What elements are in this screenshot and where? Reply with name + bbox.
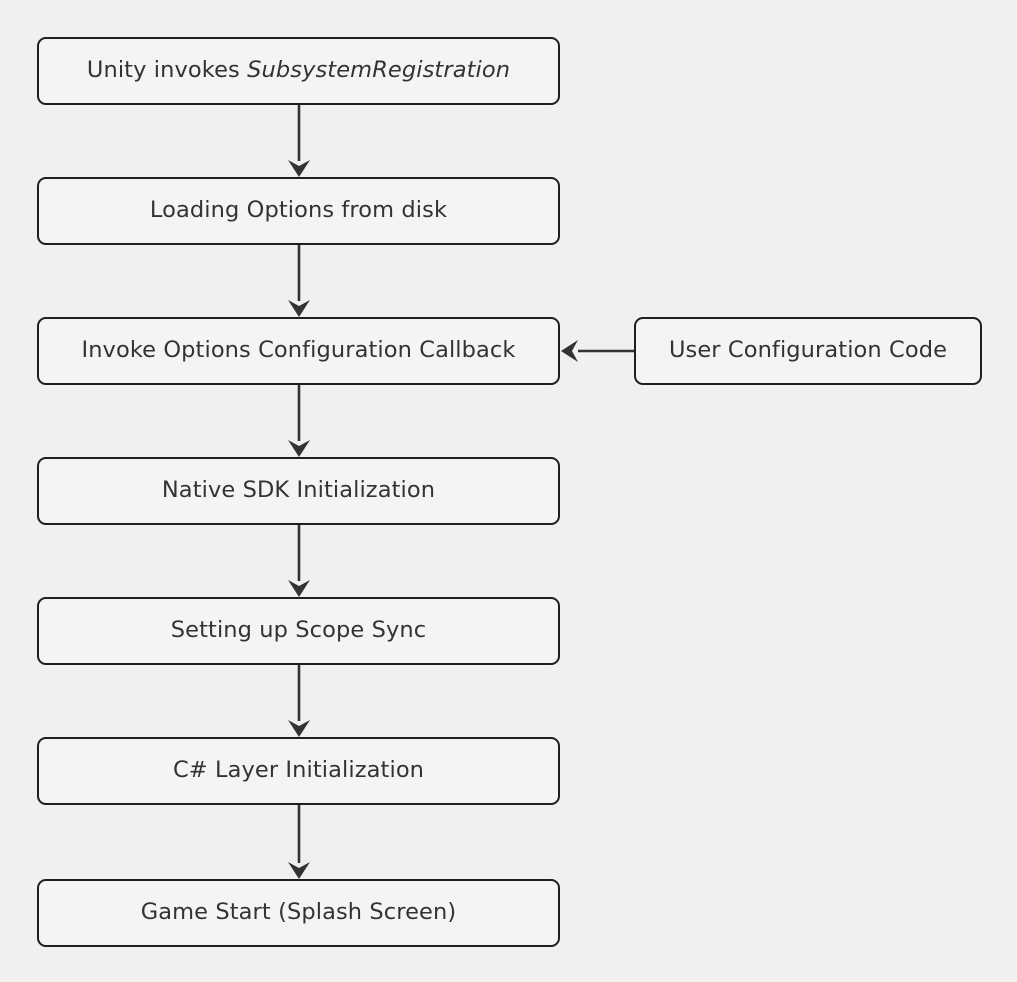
node-label: Loading Options from disk	[149, 197, 448, 224]
edge-n8-n3	[561, 340, 634, 362]
edge-n6-n7	[288, 805, 310, 879]
node-label: Setting up Scope Sync	[170, 617, 427, 644]
node-native-sdk-initialization[interactable]: Native SDK Initialization	[37, 457, 560, 525]
node-label-emphasis: SubsystemRegistration	[247, 57, 511, 84]
node-label-text: Unity invokes	[86, 57, 248, 84]
edge-n3-n4	[288, 385, 310, 457]
edge-n2-n3	[288, 245, 310, 317]
node-unity-invokes-subsystemregistration[interactable]: Unity invokes SubsystemRegistration	[37, 37, 560, 105]
node-label: Unity invokes SubsystemRegistration	[86, 57, 511, 84]
edge-n4-n5	[288, 525, 310, 597]
node-csharp-layer-initialization[interactable]: C# Layer Initialization	[37, 737, 560, 805]
node-loading-options-from-disk[interactable]: Loading Options from disk	[37, 177, 560, 245]
node-label: User Configuration Code	[668, 337, 948, 364]
edge-n1-n2	[288, 105, 310, 177]
node-game-start-splash-screen[interactable]: Game Start (Splash Screen)	[37, 879, 560, 947]
node-label: C# Layer Initialization	[172, 757, 425, 784]
node-setting-up-scope-sync[interactable]: Setting up Scope Sync	[37, 597, 560, 665]
node-user-configuration-code[interactable]: User Configuration Code	[634, 317, 982, 385]
node-invoke-options-configuration-callback[interactable]: Invoke Options Configuration Callback	[37, 317, 560, 385]
node-label: Game Start (Splash Screen)	[140, 899, 457, 926]
node-label: Native SDK Initialization	[161, 477, 436, 504]
edge-n5-n6	[288, 665, 310, 737]
node-label: Invoke Options Configuration Callback	[81, 337, 516, 364]
